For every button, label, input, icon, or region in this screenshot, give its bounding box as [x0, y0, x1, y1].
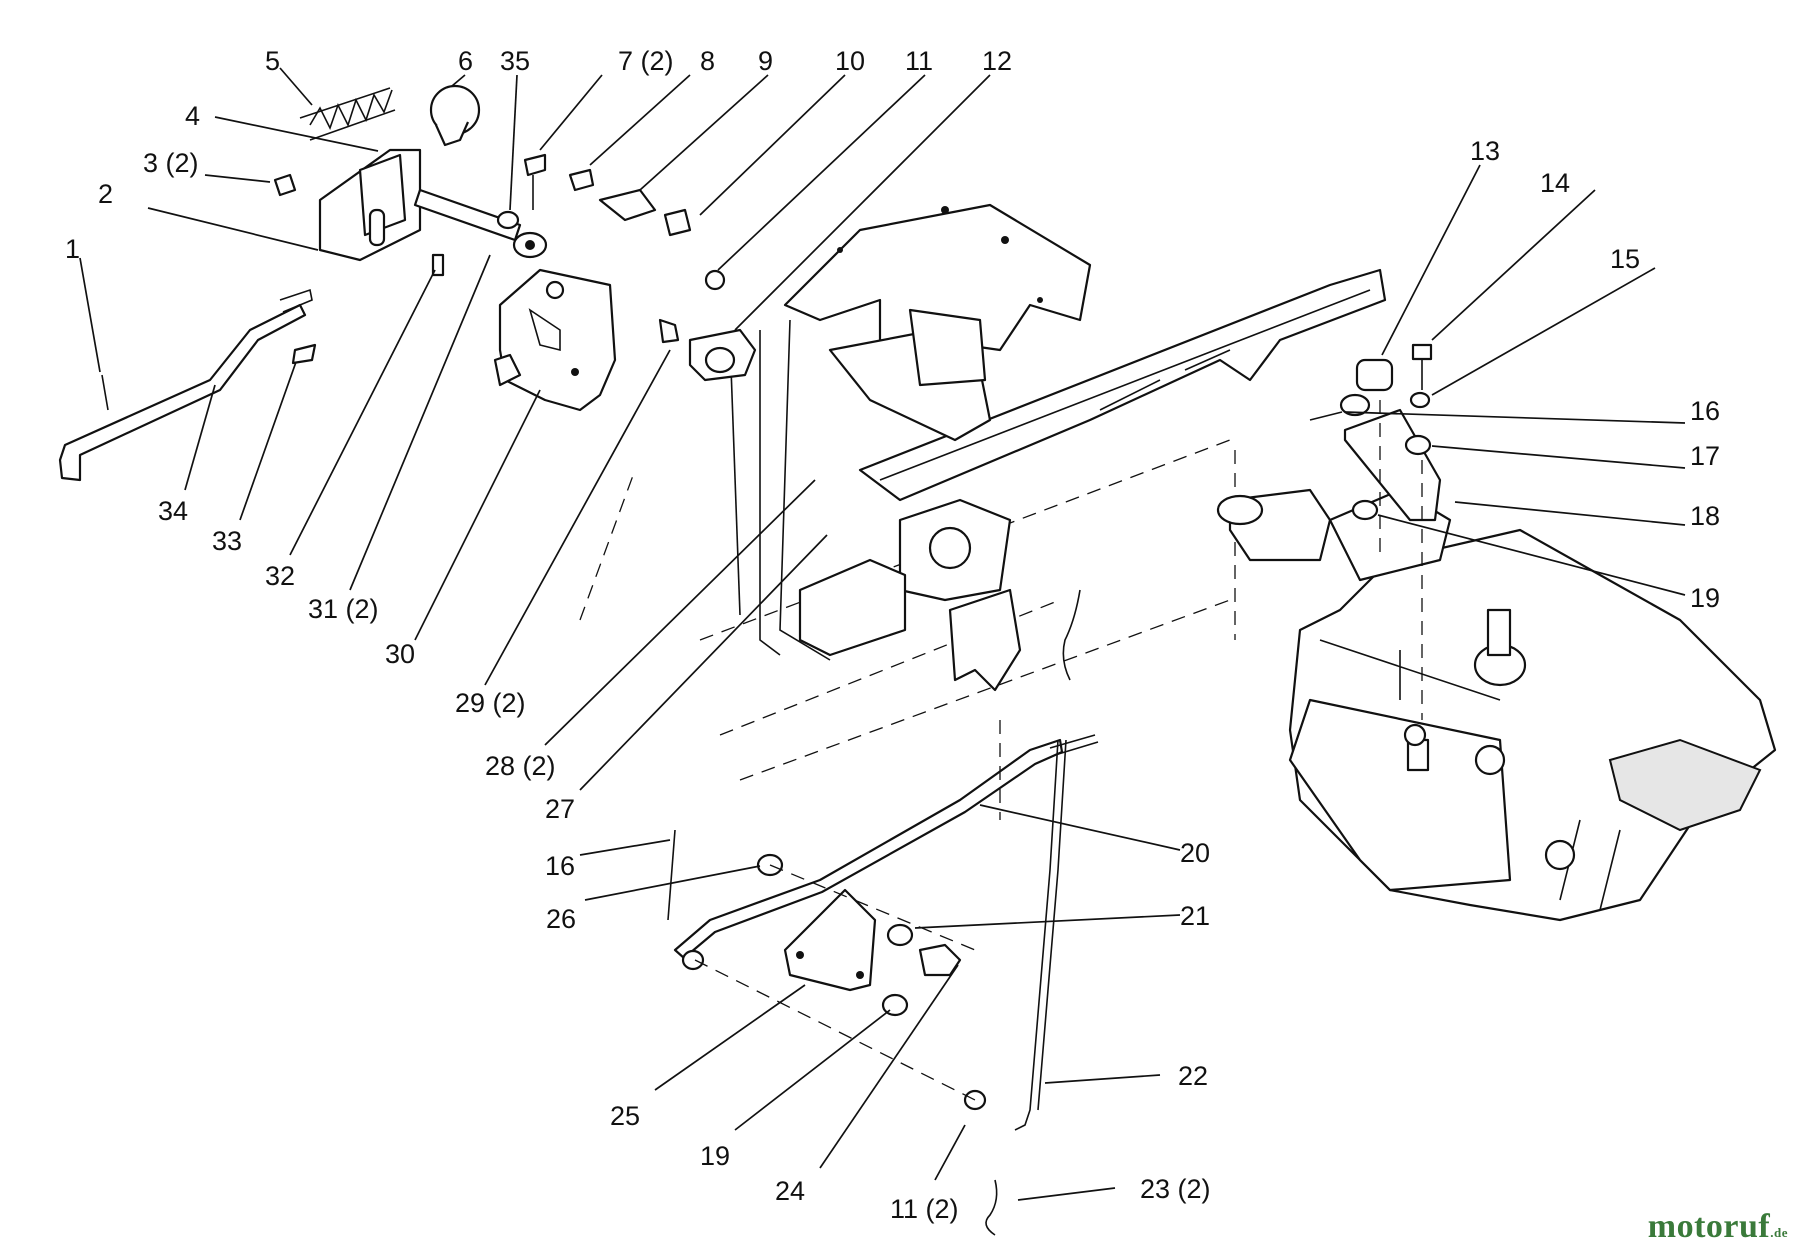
callout-1: 1: [65, 234, 80, 264]
callout-33: 33: [212, 526, 242, 556]
callout-13: 13: [1470, 136, 1500, 166]
transaxle: [1216, 343, 1777, 922]
callout-14: 14: [1540, 168, 1570, 198]
callout-19-top: 19: [1690, 583, 1720, 613]
callout-11-bottom: 11 (2): [890, 1194, 959, 1224]
callout-16-bottom: 16: [545, 851, 575, 881]
callout-11: 11: [905, 46, 933, 76]
callout-6: 6: [458, 46, 473, 76]
callout-29: 29 (2): [455, 688, 526, 718]
leader-lines: [79, 67, 1686, 1201]
watermark-brand: motoruf: [1647, 1208, 1771, 1245]
callout-34: 34: [158, 496, 188, 526]
callout-7: 7 (2): [618, 46, 674, 76]
callout-35: 35: [500, 46, 530, 76]
callout-31: 31 (2): [308, 594, 379, 624]
callout-12: 12: [982, 46, 1012, 76]
callout-3: 3 (2): [143, 148, 199, 178]
watermark-logo: motoruf.de: [1648, 1208, 1788, 1246]
callout-15: 15: [1610, 244, 1640, 274]
callout-9: 9: [758, 46, 773, 76]
callout-28: 28 (2): [485, 751, 556, 781]
callout-8: 8: [700, 46, 715, 76]
callout-26: 26: [546, 904, 576, 934]
callout-labels: 1 2 3 (2) 4 5 6 35 7 (2) 8 9 10 11 12 13…: [65, 46, 1720, 1224]
callout-16-top: 16: [1690, 396, 1720, 426]
callout-23: 23 (2): [1140, 1174, 1211, 1204]
callout-25: 25: [610, 1101, 640, 1131]
callout-17: 17: [1690, 441, 1720, 471]
chassis-bracket: [729, 203, 1092, 692]
callout-10: 10: [835, 46, 865, 76]
callout-21: 21: [1180, 901, 1210, 931]
callout-32: 32: [265, 561, 295, 591]
callout-30: 30: [385, 639, 415, 669]
callout-5: 5: [265, 46, 280, 76]
lower-linkage: [667, 589, 1099, 1236]
callout-18: 18: [1690, 501, 1720, 531]
callout-2: 2: [98, 179, 113, 209]
lever-assembly: [58, 84, 757, 621]
callout-24: 24: [775, 1176, 805, 1206]
callout-22: 22: [1178, 1061, 1208, 1091]
callout-19-bottom: 19: [700, 1141, 730, 1171]
watermark-suffix: .de: [1770, 1225, 1788, 1240]
callout-4: 4: [185, 101, 200, 131]
callout-20: 20: [1180, 838, 1210, 868]
callout-27: 27: [545, 794, 575, 824]
